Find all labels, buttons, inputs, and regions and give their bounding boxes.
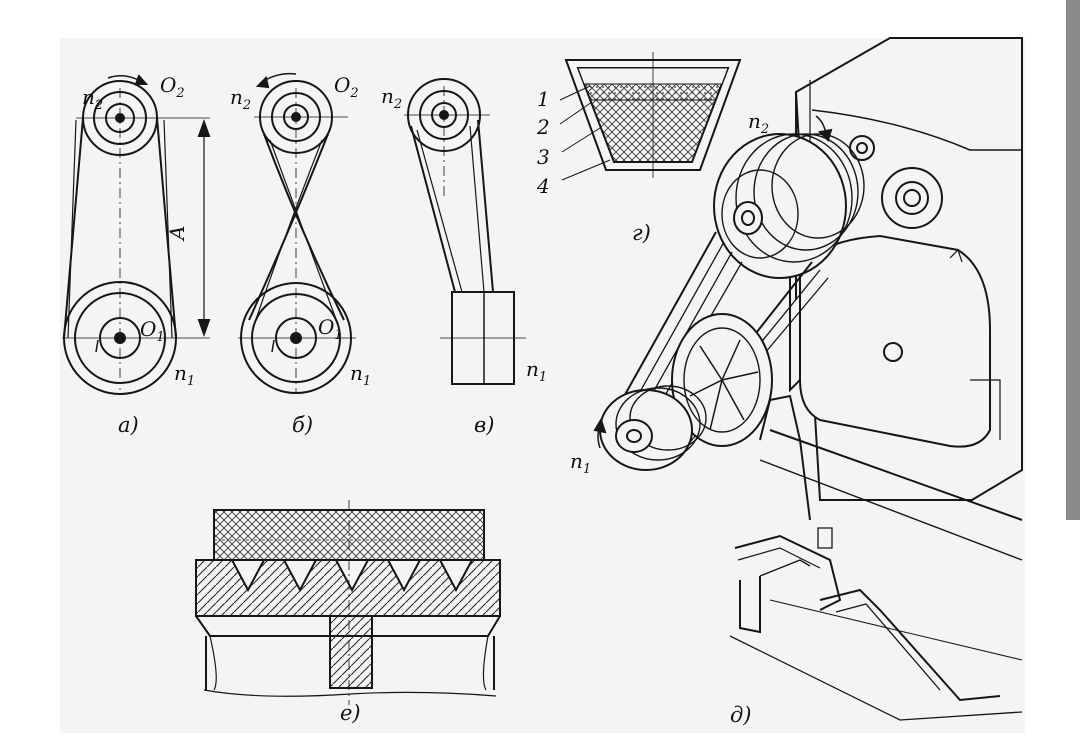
figure-a-n1-label: n1: [174, 361, 195, 389]
figure-d-n2-label: n2: [748, 109, 769, 137]
figure-v-half-crossed-belt: [404, 78, 526, 385]
figure-a-open-belt: [62, 74, 211, 395]
figure-a-distance-label: A: [165, 226, 189, 242]
figure-v-n1-label: n1: [526, 357, 547, 385]
figure-e-caption: е): [340, 701, 361, 725]
figure-g-layer-2-label: 2: [536, 115, 550, 139]
figure-b-n2-label: n2: [230, 85, 251, 113]
figure-a-n2-label: n2: [82, 85, 103, 113]
figure-b-caption: б): [292, 413, 313, 437]
figure-g-layer-4-label: 4: [536, 174, 550, 198]
figure-d-machine-drive: [593, 37, 1023, 721]
figure-d-caption: д): [730, 703, 752, 727]
figure-a-o2-label: O2: [160, 73, 185, 101]
figure-a-o1-label: O1: [140, 317, 165, 345]
figure-g-layer-1-label: 1: [537, 87, 550, 111]
figure-b-crossed-belt: [238, 72, 356, 394]
figure-g-layer-3-label: 3: [537, 145, 550, 169]
figure-v-n2-label: n2: [381, 84, 402, 112]
figure-d-n1-label: n1: [570, 449, 591, 477]
figure-a-caption: а): [118, 413, 139, 437]
figure-b-n1-label: n1: [350, 361, 371, 389]
figure-e-poly-v-belt-section: [195, 500, 501, 705]
figure-g-caption: г): [632, 221, 651, 245]
figure-b-o1-label: O1: [318, 315, 343, 343]
vertical-scrollbar[interactable]: [1066, 0, 1080, 520]
figure-v-caption: в): [474, 413, 494, 437]
figure-g-v-belt-section: [559, 52, 742, 181]
figure-b-o2-label: O2: [334, 73, 359, 101]
